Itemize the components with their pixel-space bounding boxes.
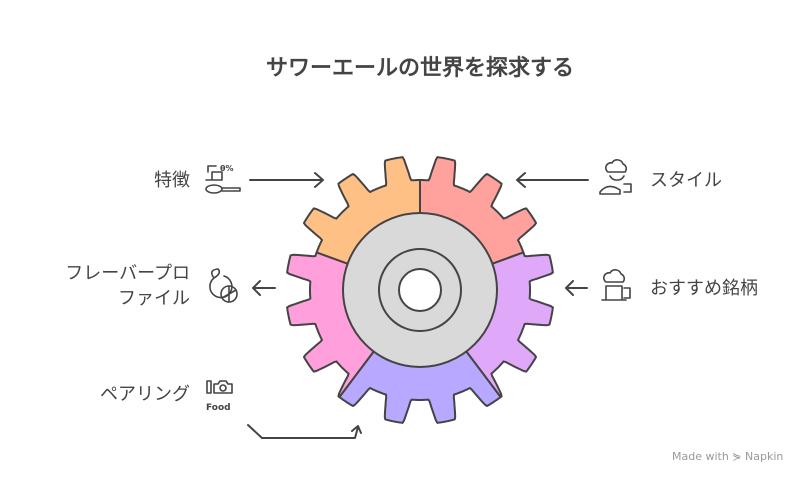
chef-beer-icon (601, 269, 631, 301)
label-flavor-line2: ファイル (118, 288, 190, 309)
gear-inner-ring (378, 248, 462, 332)
label-flavor-line1: フレーバープロ (65, 263, 190, 284)
arrow-recommended (565, 280, 588, 296)
label-features: 特徴 (154, 170, 190, 191)
arrow-features (249, 172, 324, 188)
svg-text:θ%: θ% (220, 164, 234, 173)
arrow-style (516, 172, 589, 188)
svg-text:Food: Food (206, 403, 231, 413)
diagram-title: サワーエールの世界を探求する (265, 56, 574, 81)
arrow-pairing (247, 424, 362, 439)
chef-bread-icon (599, 159, 632, 195)
gear-hole (398, 268, 442, 312)
label-recommended: おすすめ銘柄 (650, 278, 758, 299)
food-camera-icon: Food (206, 380, 233, 413)
measuring-scoop-percent-icon: θ% (205, 164, 241, 194)
citrus-fruit-icon (209, 268, 238, 303)
watermark: Made with ⋟ Napkin (672, 450, 784, 463)
arrow-flavor (252, 280, 276, 296)
label-flavor-profile: フレーバープロ ファイル (0, 261, 190, 311)
label-pairing: ペアリング (100, 384, 190, 405)
label-style: スタイル (650, 170, 722, 191)
